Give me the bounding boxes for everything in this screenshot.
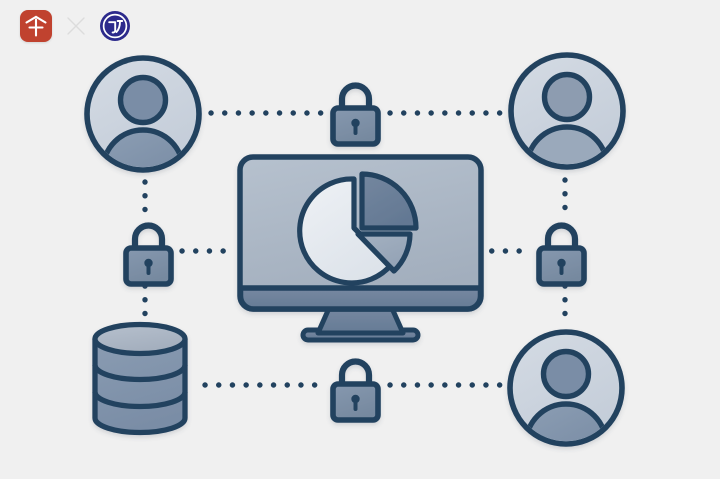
avatar-head	[117, 74, 169, 126]
avatar-head	[541, 71, 593, 123]
avatar-shoulders	[523, 401, 609, 442]
red-square-logo-icon[interactable]	[20, 10, 52, 42]
pie-slice-segment-a	[297, 176, 394, 286]
lock-right[interactable]	[536, 222, 587, 287]
brand-bar	[0, 0, 720, 52]
database-cylinder[interactable]	[92, 321, 188, 436]
lock-bottom[interactable]	[330, 358, 381, 423]
avatar-shoulders	[100, 127, 186, 168]
user-avatar-bottom-right[interactable]	[507, 329, 625, 474]
pie-slice-segment-c	[355, 231, 413, 274]
lock-shackle-icon	[338, 358, 373, 390]
avatar-head	[540, 348, 592, 400]
x-separator-icon	[67, 17, 85, 35]
lock-top[interactable]	[330, 82, 381, 147]
lock-left[interactable]	[123, 222, 174, 287]
user-avatar-top-left[interactable]	[84, 55, 202, 200]
avatar-shoulders	[524, 124, 610, 165]
database-band-divider-1	[92, 364, 188, 383]
monitor-with-pie-chart[interactable]	[237, 154, 484, 343]
user-avatar-top-right[interactable]	[508, 52, 626, 197]
blue-circle-logo-icon[interactable]	[100, 11, 130, 41]
lock-shackle-icon	[338, 82, 373, 114]
monitor-chin	[237, 285, 484, 312]
database-body	[92, 336, 188, 436]
pie-chart	[297, 171, 419, 286]
pie-slice-segment-b	[359, 171, 419, 231]
database-top-disc	[92, 321, 188, 357]
database-band-divider-2	[92, 391, 188, 410]
lock-shackle-icon	[544, 222, 579, 254]
lock-shackle-icon	[131, 222, 166, 254]
